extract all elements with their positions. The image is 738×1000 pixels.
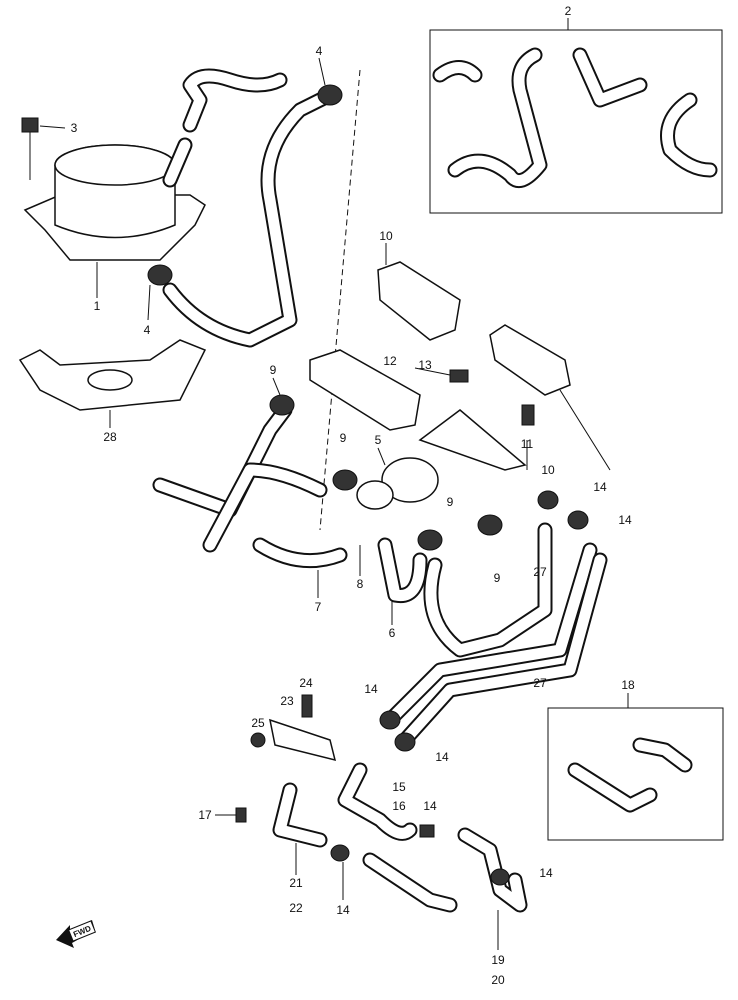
callout-6: 6 bbox=[389, 626, 396, 640]
callout-21: 21 bbox=[289, 876, 303, 890]
callout-10: 10 bbox=[541, 463, 555, 477]
callout-4: 4 bbox=[144, 323, 151, 337]
callout-19: 19 bbox=[491, 953, 505, 967]
callout-4: 4 bbox=[316, 44, 323, 58]
callout-14: 14 bbox=[423, 799, 437, 813]
callout-14: 14 bbox=[336, 903, 350, 917]
callout-14: 14 bbox=[435, 750, 449, 764]
callout-13: 13 bbox=[418, 358, 432, 372]
callout-labels: 2 4 3 1 4 10 12 13 28 9 9 5 9 9 8 7 6 11… bbox=[71, 4, 635, 987]
callout-7: 7 bbox=[315, 600, 322, 614]
callout-24: 24 bbox=[299, 676, 313, 690]
callout-20: 20 bbox=[491, 973, 505, 987]
callout-15: 15 bbox=[392, 780, 406, 794]
callout-23: 23 bbox=[280, 694, 294, 708]
callout-18: 18 bbox=[621, 678, 635, 692]
callout-28: 28 bbox=[103, 430, 117, 444]
hose-set-box-2 bbox=[429, 18, 723, 214]
callout-9: 9 bbox=[494, 571, 501, 585]
callout-12: 12 bbox=[383, 354, 397, 368]
callout-17: 17 bbox=[198, 808, 212, 822]
callout-16: 16 bbox=[392, 799, 406, 813]
callout-5: 5 bbox=[375, 433, 382, 447]
callout-9: 9 bbox=[340, 431, 347, 445]
callout-10: 10 bbox=[379, 229, 393, 243]
callout-27: 27 bbox=[533, 676, 547, 690]
callout-11: 11 bbox=[521, 437, 534, 451]
callout-2: 2 bbox=[565, 4, 572, 18]
fwd-arrow-icon: FWD bbox=[56, 920, 97, 948]
callout-8: 8 bbox=[357, 577, 364, 591]
callout-14: 14 bbox=[618, 513, 632, 527]
callout-9: 9 bbox=[270, 363, 277, 377]
callout-14: 14 bbox=[593, 480, 607, 494]
callout-9: 9 bbox=[447, 495, 454, 509]
callout-27: 27 bbox=[533, 565, 547, 579]
callout-14: 14 bbox=[364, 682, 378, 696]
callout-1: 1 bbox=[94, 299, 101, 313]
callout-14: 14 bbox=[539, 866, 553, 880]
callout-3: 3 bbox=[71, 121, 78, 135]
callout-25: 25 bbox=[251, 716, 265, 730]
air-cleaner-1 bbox=[21, 117, 206, 298]
callout-22: 22 bbox=[289, 901, 303, 915]
